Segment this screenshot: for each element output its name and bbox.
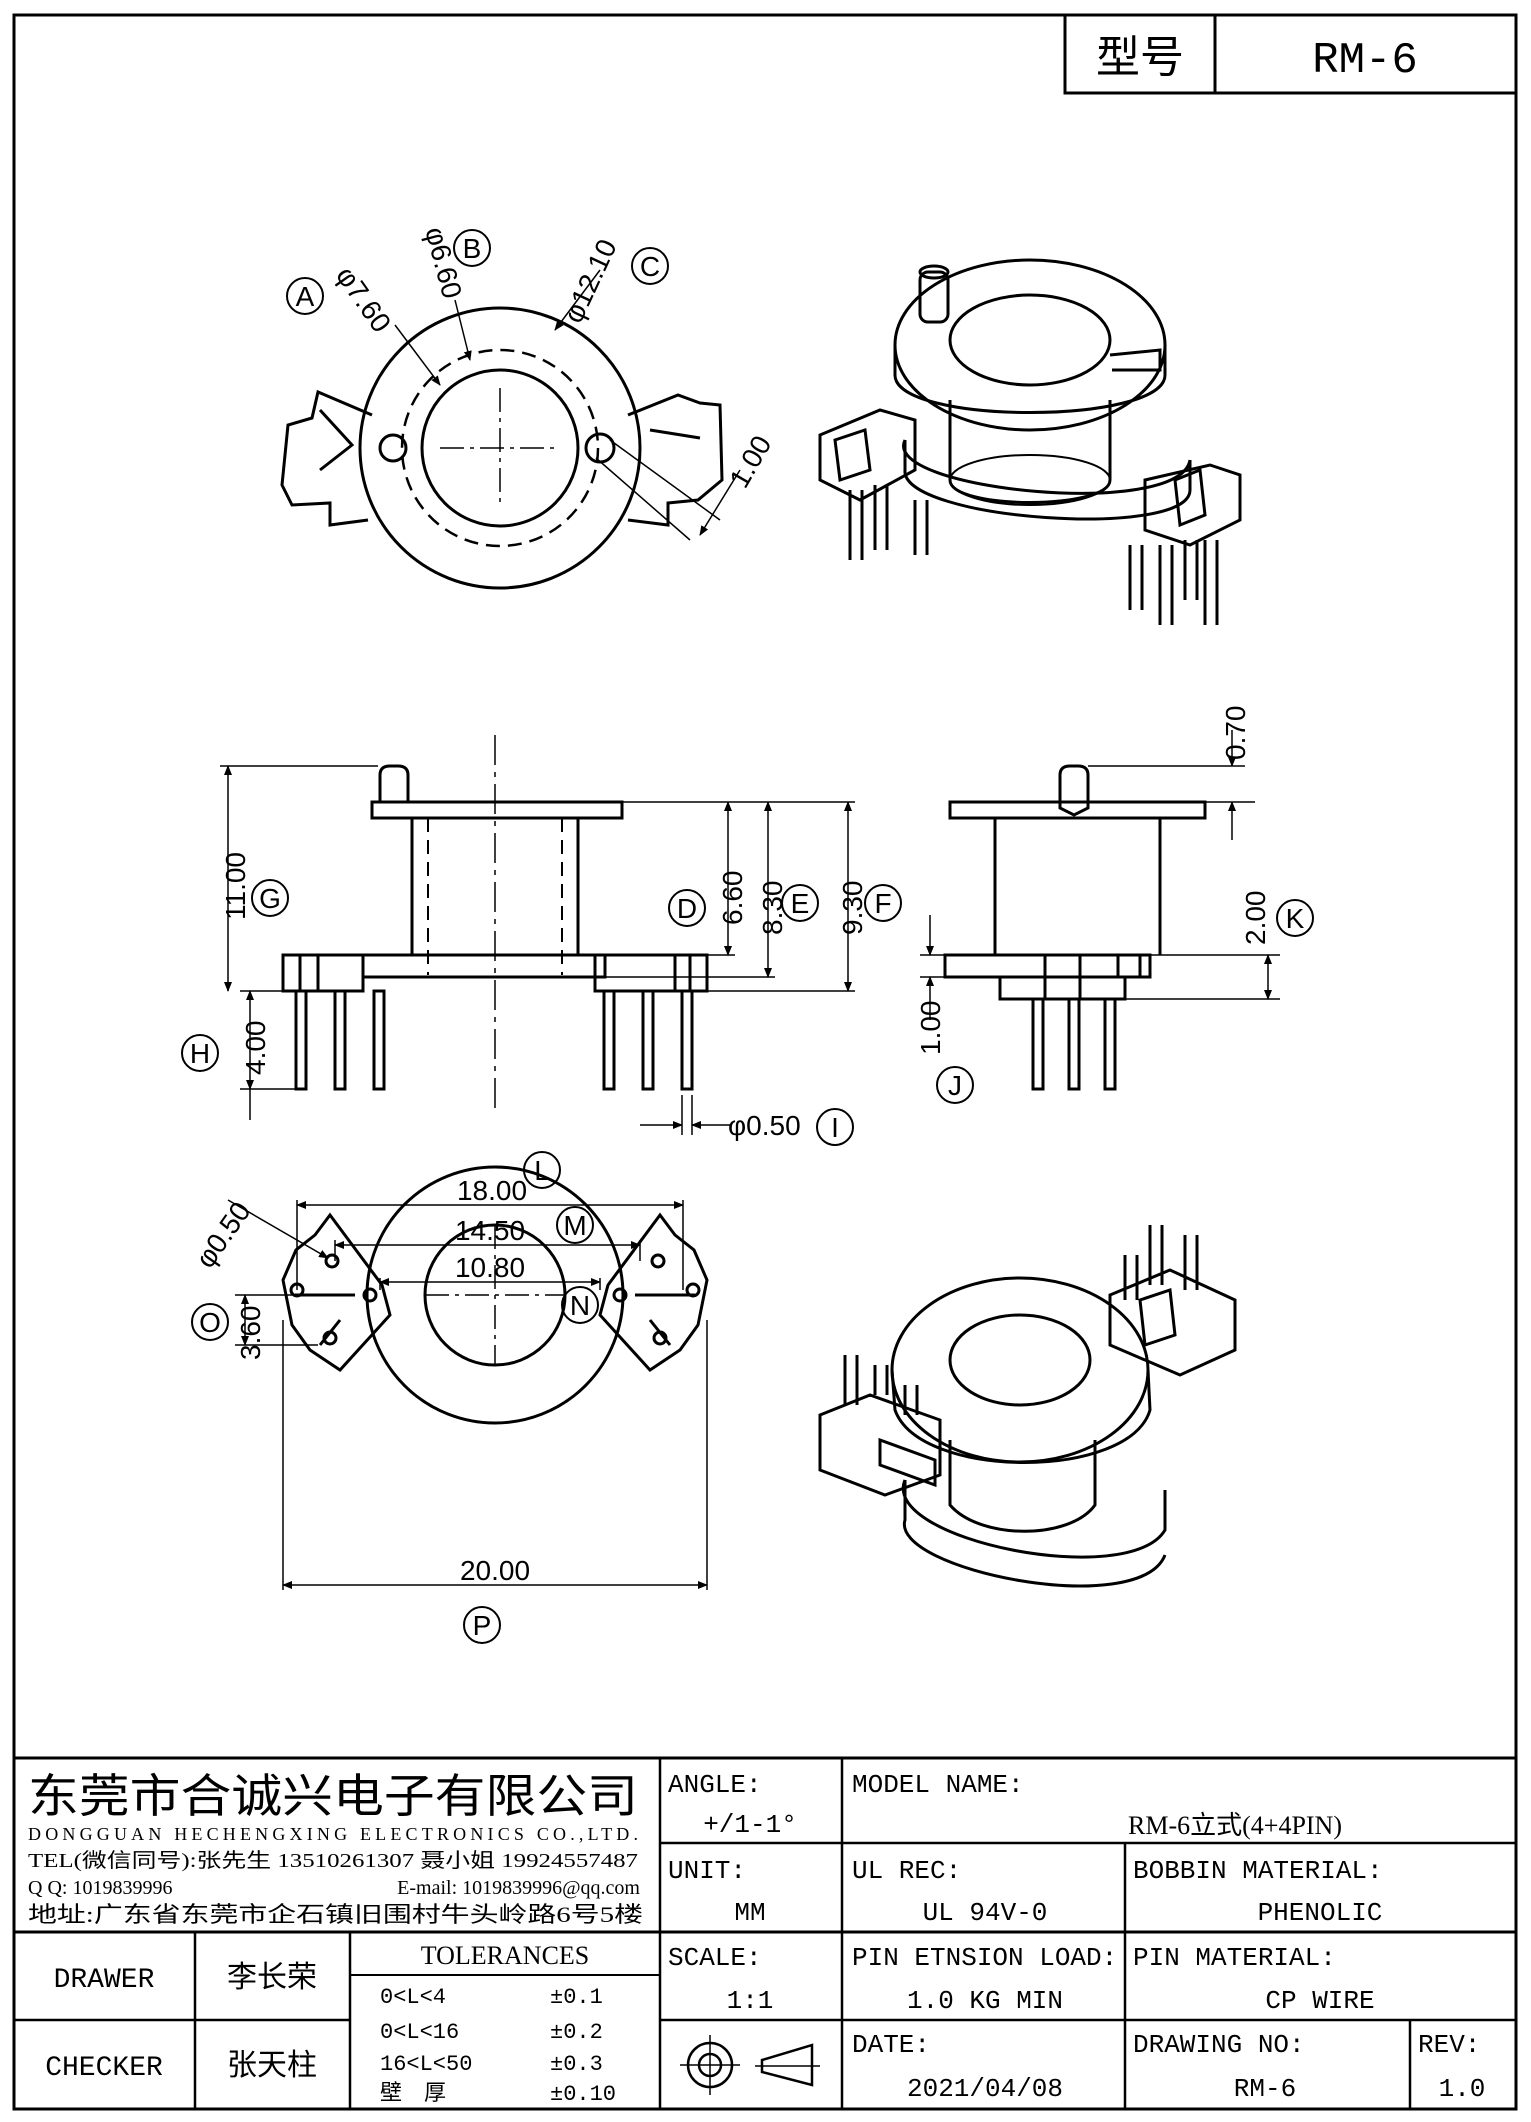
label-K: K — [1286, 903, 1305, 934]
label-F: F — [874, 888, 891, 919]
label-N: N — [570, 1290, 590, 1321]
tolerance-range: 0<L<4 — [380, 1985, 446, 2010]
pin-load-label: PIN ETNSION LOAD: — [852, 1943, 1117, 1973]
label-I: I — [831, 1112, 839, 1143]
dim-1450: 14.50 — [455, 1215, 525, 1246]
date-value: 2021/04/08 — [907, 2074, 1063, 2104]
pin-material-value: CP WIRE — [1265, 1986, 1374, 2016]
checker-value: 张天柱 — [227, 2049, 317, 2082]
label-O: O — [199, 1307, 221, 1338]
side-view-drawing — [920, 730, 1280, 1091]
label-J: J — [948, 1070, 962, 1101]
dim-400: 4.00 — [240, 1021, 271, 1076]
dim-930: 9.30 — [837, 881, 868, 936]
dim-070: 0.70 — [1220, 706, 1251, 761]
dim-1800: 18.00 — [457, 1175, 527, 1206]
spec-column-left: ANGLE: +/1-1° UNIT: MM SCALE: 1:1 — [668, 1770, 797, 2016]
model-header-box: 型号 RM-6 — [1063, 13, 1518, 95]
label-L: L — [534, 1155, 550, 1186]
scale-value: 1:1 — [727, 1986, 774, 2016]
dim-100: 1.00 — [915, 1001, 946, 1056]
tolerances-label: TOLERANCES — [421, 1941, 590, 1970]
dim-phi-050: φ0.50 — [190, 1196, 257, 1273]
unit-label: UNIT: — [668, 1856, 746, 1886]
model-header-label: 型号 — [1096, 33, 1184, 82]
label-A: A — [296, 281, 315, 312]
company-name-cn: 东莞市合诚兴电子有限公司 — [28, 1771, 638, 1822]
tolerance-range: 壁 厚 — [380, 2080, 446, 2105]
tolerance-value: ±0.3 — [550, 2052, 603, 2077]
dim-phi-1210: φ12.10 — [557, 234, 622, 327]
company-address: 地址:广东省东莞市企石镇旧围村牛头岭路6号5楼 — [28, 1902, 643, 1927]
drawer-value: 李长荣 — [227, 1961, 317, 1994]
dim-1080: 10.80 — [455, 1252, 525, 1283]
label-B: B — [463, 233, 482, 264]
tolerance-value: ±0.2 — [550, 2020, 603, 2045]
drawer-label: DRAWER — [54, 1965, 155, 1996]
isometric-view-top — [818, 258, 1242, 625]
tolerance-range: 0<L<16 — [380, 2020, 459, 2045]
drawing-no-value: RM-6 — [1234, 2074, 1296, 2104]
pin-material-label: PIN MATERIAL: — [1133, 1943, 1336, 1973]
tolerance-value: ±0.10 — [550, 2082, 616, 2107]
company-tel: TEL(微信同号):张先生 13510261307 聂小姐 1992455748… — [28, 1849, 638, 1872]
rev-value: 1.0 — [1439, 2074, 1486, 2104]
model-header-value: RM-6 — [1312, 36, 1418, 86]
tolerance-value: ±0.1 — [550, 1985, 603, 2010]
projection-symbol-icon — [680, 2035, 820, 2095]
spec-column-middle: MODEL NAME: RM-6立式(4+4PIN) UL REC: UL 94… — [852, 1770, 1342, 2104]
angle-label: ANGLE: — [668, 1770, 762, 1800]
dim-200: 2.00 — [1240, 891, 1271, 946]
model-name-value: RM-6立式(4+4PIN) — [1128, 1811, 1342, 1840]
label-G: G — [259, 883, 281, 914]
bottom-view-labels: L 18.00 14.50 M 10.80 N φ0.50 3.60 O 20.… — [190, 1151, 599, 1644]
company-name-en: DONGGUAN HECHENGXING ELECTRONICS CO.,LTD… — [28, 1824, 638, 1844]
top-view-drawing — [280, 269, 741, 590]
rev-label: REV: — [1418, 2030, 1480, 2060]
angle-value: +/1-1° — [703, 1810, 797, 1840]
isometric-view-bottom — [818, 1225, 1237, 1588]
drawing-no-label: DRAWING NO: — [1133, 2030, 1305, 2060]
sheet-border — [12, 13, 1518, 2111]
spec-column-right: BOBBIN MATERIAL: PHENOLIC PIN MATERIAL: … — [1133, 1856, 1485, 2104]
tolerance-range: 16<L<50 — [380, 2052, 472, 2077]
ul-value: UL 94V-0 — [923, 1898, 1048, 1928]
signature-block: DRAWER 李长荣 CHECKER 张天柱 — [45, 1961, 317, 2084]
scale-label: SCALE: — [668, 1943, 762, 1973]
ul-label: UL REC: — [852, 1856, 961, 1886]
company-email: E-mail: 1019839996@qq.com — [397, 1877, 640, 1899]
label-H: H — [190, 1038, 210, 1069]
title-block-lines — [14, 1756, 1516, 2109]
label-C: C — [640, 251, 660, 282]
company-qq: Q Q: 1019839996 — [28, 1877, 172, 1899]
bobbin-material-label: BOBBIN MATERIAL: — [1133, 1856, 1383, 1886]
tolerances-table: TOLERANCES 0<L<4 ±0.1 0<L<16 ±0.2 16<L<5… — [380, 1941, 616, 2107]
model-name-label: MODEL NAME: — [852, 1770, 1024, 1800]
side-view-labels: 0.70 2.00 K 1.00 J — [915, 706, 1314, 1104]
dim-660: 6.60 — [717, 871, 748, 926]
front-view-labels: 11.00 G 4.00 H 6.60 D 8.30 E 9.30 F φ0.5… — [181, 852, 902, 1146]
label-D: D — [677, 893, 697, 924]
label-E: E — [791, 888, 810, 919]
dim-phi-050-pin: φ0.50 — [728, 1110, 801, 1141]
dim-1100: 11.00 — [220, 852, 251, 920]
checker-label: CHECKER — [45, 2053, 163, 2084]
pin-load-value: 1.0 KG MIN — [907, 1986, 1063, 2016]
dim-2000: 20.00 — [460, 1555, 530, 1586]
bottom-view-drawing — [227, 1165, 709, 1590]
unit-value: MM — [734, 1898, 765, 1928]
dim-360: 3.60 — [235, 1306, 266, 1361]
company-info: 东莞市合诚兴电子有限公司 DONGGUAN HECHENGXING ELECTR… — [28, 1771, 643, 1927]
label-P: P — [473, 1610, 492, 1641]
label-M: M — [563, 1210, 586, 1241]
bobbin-material-value: PHENOLIC — [1258, 1898, 1383, 1928]
date-label: DATE: — [852, 2030, 930, 2060]
front-view-drawing — [220, 735, 855, 1135]
dim-phi-760: φ7.60 — [330, 261, 397, 338]
